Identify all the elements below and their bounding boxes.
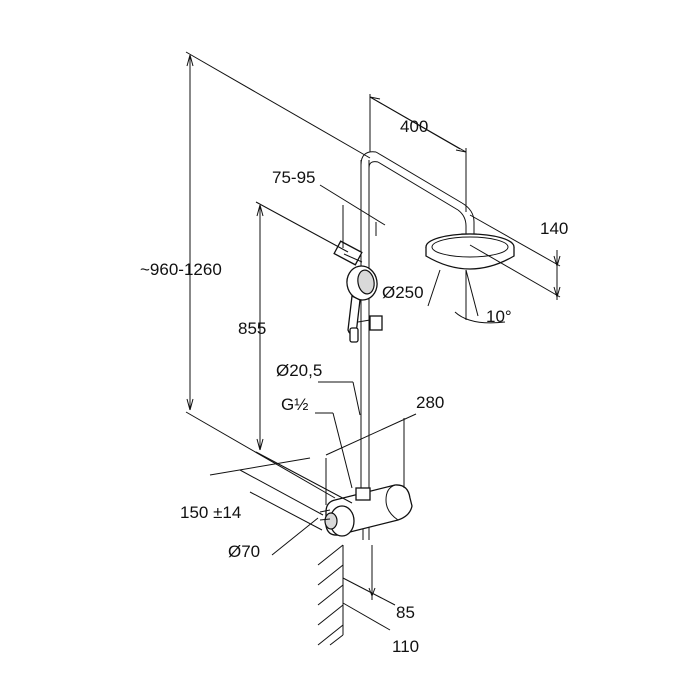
dim-arm-length-label: 400	[400, 117, 428, 136]
dim-head-diameter-label: Ø250	[382, 283, 424, 302]
dim-pipe-diameter-label: Ø20,5	[276, 361, 322, 380]
dim-height-range-label: ~960-1260	[140, 260, 222, 279]
dim-tilt-angle-label: 10°	[486, 307, 512, 326]
overhead-shower-head	[425, 233, 515, 270]
dim-wall-offset-85-label: 85	[396, 603, 415, 622]
dim-thread-label: G½	[281, 395, 308, 414]
dim-rail-height-label: 855	[238, 319, 266, 338]
dim-inlet-spacing-label: 150 ±14	[180, 503, 241, 522]
wall-hatching	[317, 544, 344, 646]
dim-mixer-width-label: 280	[416, 393, 444, 412]
dim-bracket-range-label: 75-95	[272, 168, 315, 187]
hand-shower-holder	[333, 240, 363, 266]
shower-arm	[375, 151, 475, 236]
hand-shower	[346, 265, 378, 343]
shower-column	[360, 151, 379, 540]
dimension-lines	[185, 51, 561, 631]
thermostatic-mixer	[319, 484, 413, 537]
dim-knob-diameter-label: Ø70	[228, 542, 260, 561]
slider-clamp	[357, 315, 383, 331]
dim-head-height-label: 140	[540, 219, 568, 238]
dim-wall-offset-110-label: 110	[392, 637, 419, 656]
